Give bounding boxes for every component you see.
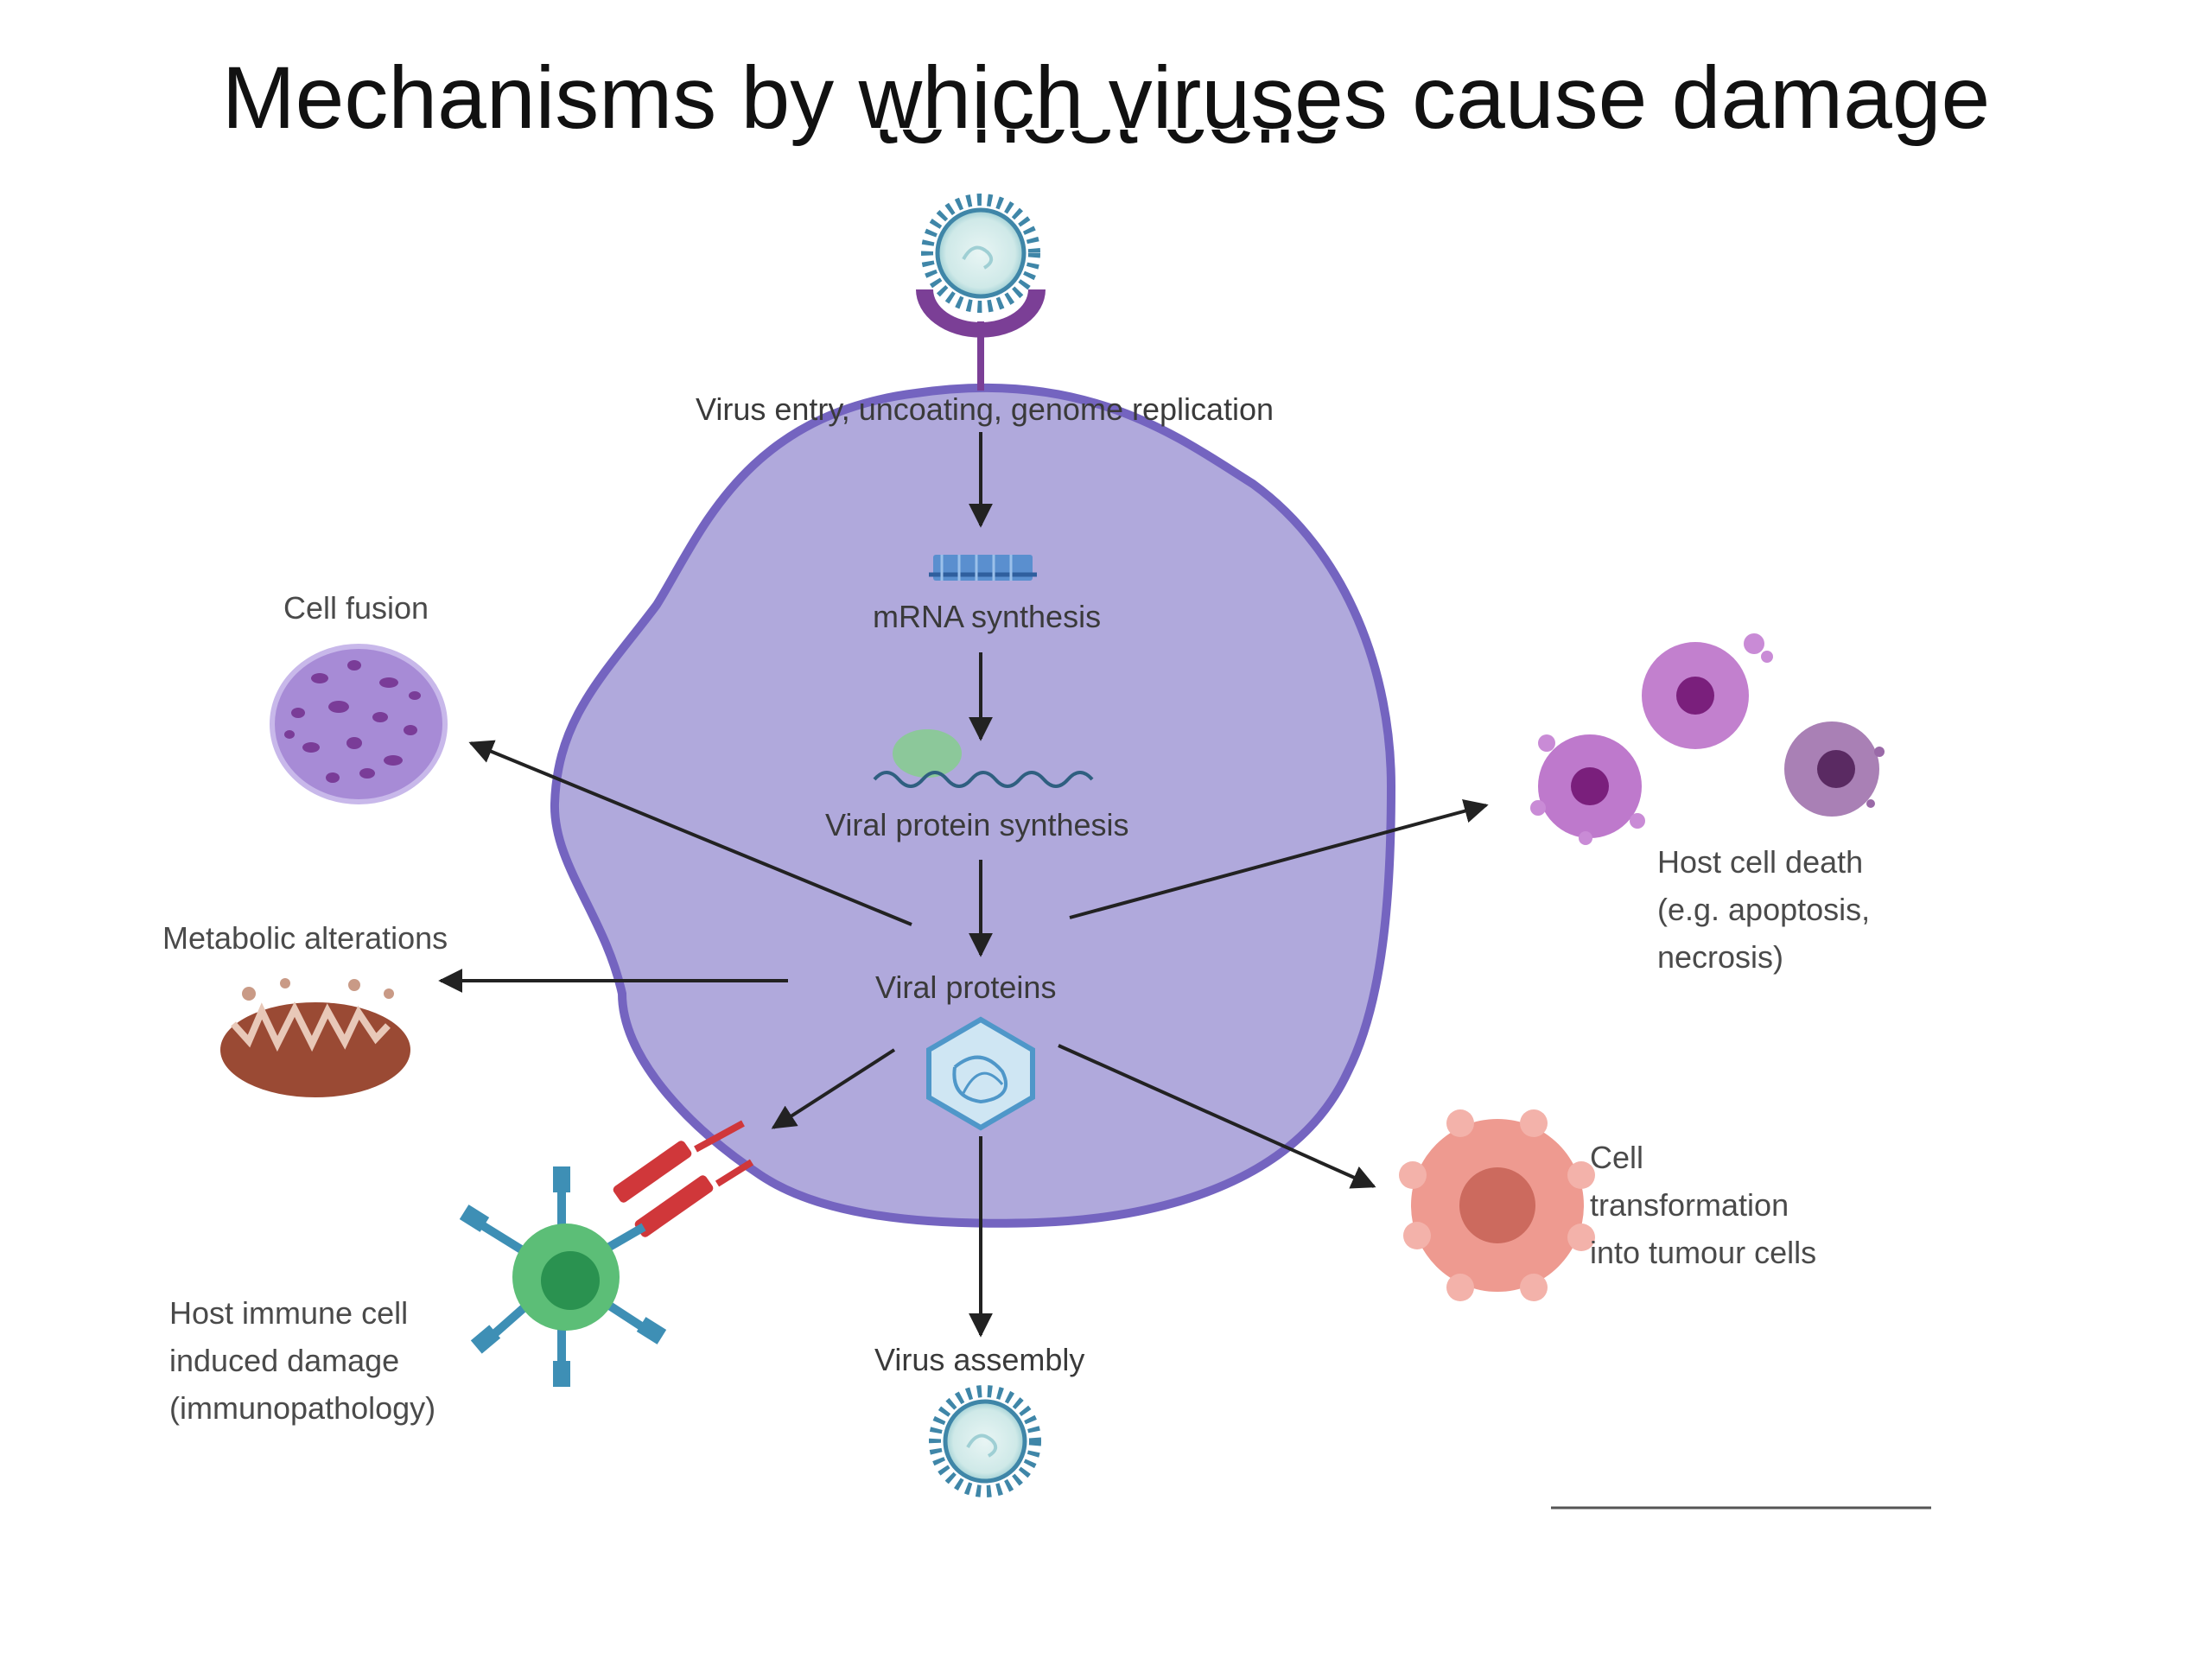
label-protein-synthesis: Viral protein synthesis [825,807,1129,842]
label-immune-2: induced damage [169,1343,399,1378]
label-cell-fusion: Cell fusion [283,590,429,626]
label-mrna: mRNA synthesis [873,599,1101,634]
mrna-icon [929,555,1037,581]
label-death-2: (e.g. apoptosis, [1657,892,1870,927]
label-transformation-3: into tumour cells [1590,1235,1816,1270]
label-death-3: necrosis) [1657,939,1783,975]
label-transformation-1: Cell [1590,1140,1643,1175]
arrow-to-transformation [1058,1044,1376,1189]
dead-cells-icon [1530,633,1885,845]
slide-title-second-line: to host cells [0,130,2212,163]
host-cell [550,383,1396,1228]
label-immune-1: Host immune cell [169,1295,408,1331]
mitochondrion-icon [220,978,410,1097]
label-entry: Virus entry, uncoating, genome replicati… [696,391,1274,427]
arrow-to-immune [771,1048,896,1129]
label-metabolic: Metabolic alterations [162,920,448,956]
immune-cell-icon [459,1166,667,1387]
label-death-1: Host cell death [1657,844,1863,880]
label-assembly: Virus assembly [874,1342,1084,1377]
arrow-to-cell-death [1069,799,1489,919]
tumour-cell-icon [1399,1109,1595,1301]
entering-virus [916,194,1046,391]
antibody-icon [613,1120,754,1237]
cell-receptor [916,289,1046,338]
slide-title: Mechanisms by which viruses cause damage [221,48,1991,147]
arrow-to-cell-fusion [468,740,912,926]
slide-title-cut-line: to host cells [0,130,2212,209]
capsid-icon [926,1016,1035,1131]
label-viral-proteins: Viral proteins [875,969,1056,1005]
ribosome-icon [873,729,1094,788]
label-immune-3: (immunopathology) [169,1390,435,1426]
label-transformation-2: transformation [1590,1187,1789,1223]
cell-fusion-icon [270,644,448,804]
assembled-virus [929,1385,1041,1497]
